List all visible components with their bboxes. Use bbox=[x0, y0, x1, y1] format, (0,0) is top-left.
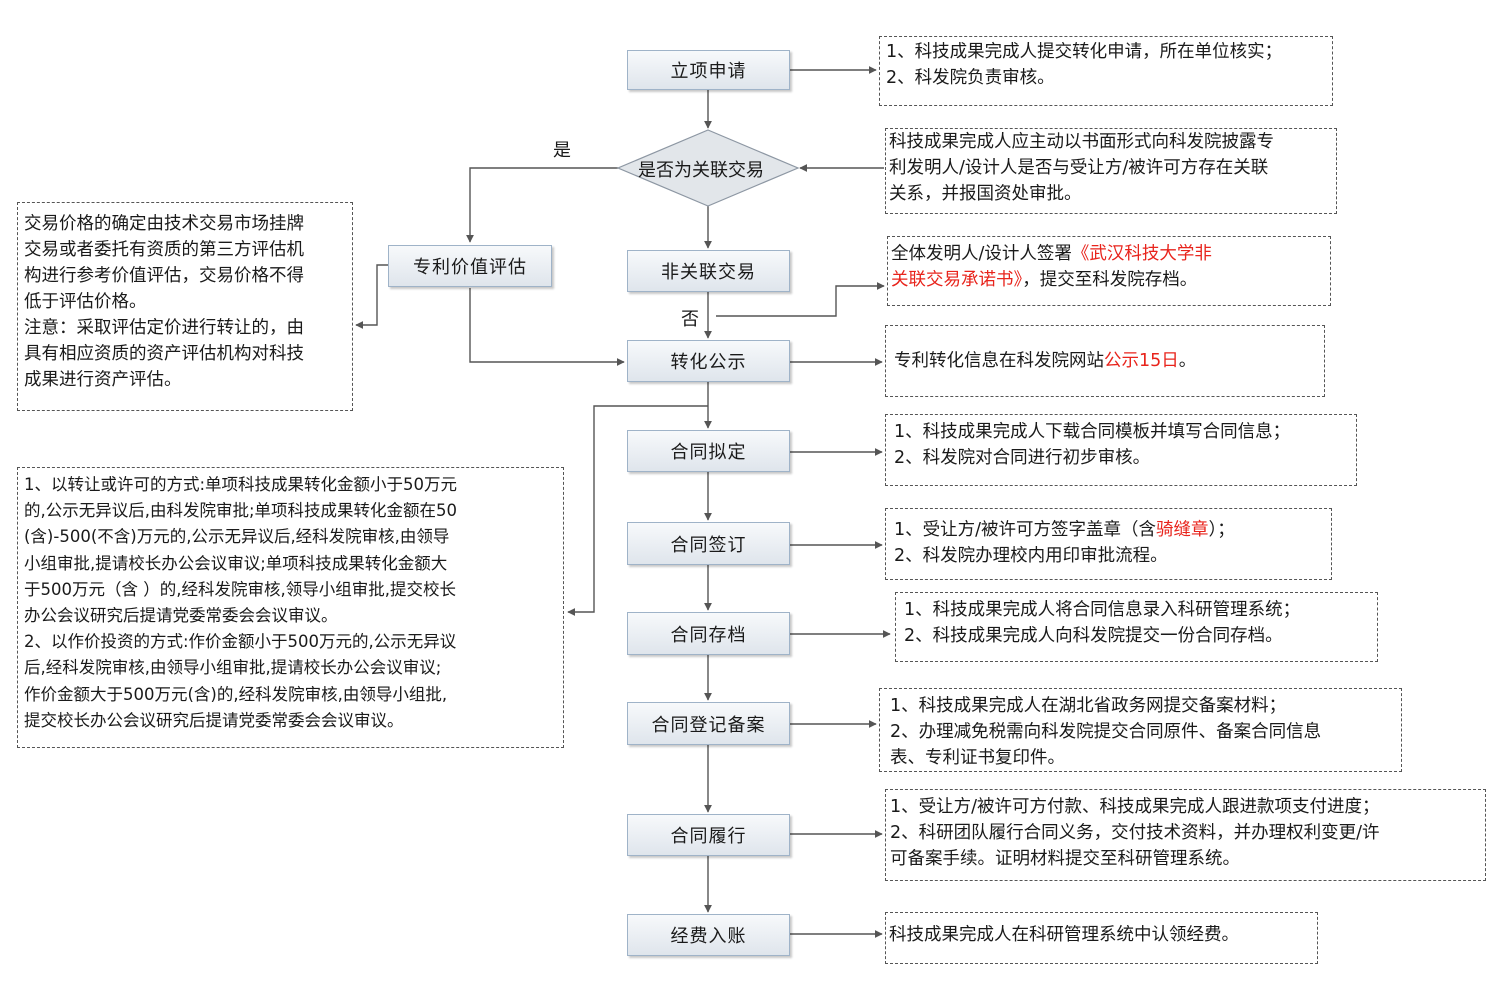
note-text: 。 bbox=[1178, 351, 1197, 371]
note-line: 2、科研团队履行合同义务，交付技术资料，并办理权利变更/许 bbox=[890, 823, 1380, 843]
commitment-doc-title-cont: 关联交易承诺书》 bbox=[891, 270, 1023, 290]
step-lixiang[interactable]: 立项申请 bbox=[627, 50, 790, 90]
note-line: 科技成果完成人应主动以书面形式向科发院披露专 bbox=[889, 132, 1274, 152]
step-dengji[interactable]: 合同登记备案 bbox=[627, 702, 790, 745]
note-niding: 1、科技成果完成人下载合同模板并填写合同信息； 2、科发院对合同进行初步审核。 bbox=[885, 414, 1357, 486]
note-line: 1、科技成果完成人提交转化申请，所在单位核实； bbox=[886, 42, 1283, 62]
note-text: ，提交至科发院存档。 bbox=[1022, 270, 1198, 290]
note-line: 的,公示无异议后,由科发院审批;单项科技成果转化金额在50 bbox=[24, 501, 458, 521]
note-feiguanlian: 全体发明人/设计人签署《武汉科技大学非 关联交易承诺书》，提交至科发院存档。 bbox=[887, 236, 1331, 306]
note-line: 表、专利证书复印件。 bbox=[890, 748, 1065, 768]
decision-text: 是否为关联交易 bbox=[638, 160, 764, 181]
note-line: 科技成果完成人在科研管理系统中认领经费。 bbox=[889, 925, 1239, 945]
note-line: 2、科技成果完成人向科发院提交一份合同存档。 bbox=[904, 626, 1283, 646]
note-lixiang: 1、科技成果完成人提交转化申请，所在单位核实； 2、科发院负责审核。 bbox=[879, 36, 1333, 106]
note-line: 构进行参考价值评估，交易价格不得 bbox=[24, 266, 304, 286]
note-line: 2、以作价投资的方式:作价金额小于500万元的,公示无异议 bbox=[24, 632, 457, 652]
arrow-zhuanli-to-pricing-note bbox=[355, 264, 388, 329]
note-line: 全体发明人/设计人签署《武汉科技大学非 bbox=[891, 241, 1327, 267]
note-line: 注意：采取评估定价进行转让的，由 bbox=[24, 318, 304, 338]
note-line: 1、受让方/被许可方付款、科技成果完成人跟进款项支付进度； bbox=[890, 797, 1380, 817]
decision-diamond bbox=[616, 129, 800, 207]
note-text: ）； bbox=[1208, 520, 1235, 540]
note-text: 专利转化信息在科发院网站 bbox=[894, 351, 1104, 371]
note-dengji: 1、科技成果完成人在湖北省政务网提交备案材料； 2、办理减免税需向科发院提交合同… bbox=[879, 688, 1402, 772]
step-gongshi[interactable]: 转化公示 bbox=[627, 340, 790, 382]
note-line: 交易价格的确定由技术交易市场挂牌 bbox=[24, 214, 304, 234]
note-line: 2、科发院办理校内用印审批流程。 bbox=[894, 546, 1168, 566]
note-ruzhang: 科技成果完成人在科研管理系统中认领经费。 bbox=[885, 912, 1318, 964]
note-line: 可备案手续。证明材料提交至科研管理系统。 bbox=[890, 849, 1240, 869]
note-pricing: 交易价格的确定由技术交易市场挂牌 交易或者委托有资质的第三方评估机 构进行参考价… bbox=[17, 202, 353, 411]
note-line: (含)-500(不含)万元的,公示无异议后,经科发院审核,由领导 bbox=[24, 527, 450, 547]
note-qianding: 1、受让方/被许可方签字盖章（含骑缝章）； 2、科发院办理校内用印审批流程。 bbox=[885, 508, 1332, 580]
note-text: 1、受让方/被许可方签字盖章（含 bbox=[894, 520, 1157, 540]
note-line: 办公会议研究后提请党委常委会会议审议。 bbox=[24, 606, 338, 626]
note-line: 小组审批,提请校长办公会议审议;单项科技成果转化金额大 bbox=[24, 553, 448, 573]
note-line: 1、科技成果完成人在湖北省政务网提交备案材料； bbox=[890, 696, 1287, 716]
commitment-doc-title: 《武汉科技大学非 bbox=[1071, 244, 1212, 264]
note-gongshi: 专利转化信息在科发院网站公示15日。 bbox=[885, 325, 1325, 397]
note-lvxing: 1、受让方/被许可方付款、科技成果完成人跟进款项支付进度； 2、科研团队履行合同… bbox=[885, 789, 1486, 881]
note-cundang: 1、科技成果完成人将合同信息录入科研管理系统； 2、科技成果完成人向科发院提交一… bbox=[895, 592, 1378, 662]
note-line: 1、以转让或许可的方式:单项科技成果转化金额小于50万元 bbox=[24, 475, 458, 494]
note-line: 低于评估价格。 bbox=[24, 292, 147, 312]
note-line: 1、受让方/被许可方签字盖章（含骑缝章）； bbox=[894, 517, 1323, 543]
note-line: 作价金额大于500万元(含)的,经科发院审核,由领导小组批, bbox=[24, 684, 448, 704]
note-line: 2、办理减免税需向科发院提交合同原件、备案合同信息 bbox=[890, 722, 1322, 742]
note-line: 提交校长办公会议研究后提请党委常委会会议审议。 bbox=[24, 710, 404, 730]
note-approval: 1、以转让或许可的方式:单项科技成果转化金额小于50万元 的,公示无异议后,由科… bbox=[17, 467, 564, 748]
note-line: 关联交易承诺书》，提交至科发院存档。 bbox=[891, 267, 1327, 293]
publicity-period: 公示15日 bbox=[1104, 351, 1179, 371]
note-line: 成果进行资产评估。 bbox=[24, 370, 182, 390]
arrow-zhuanli-to-gongshi bbox=[469, 288, 625, 366]
note-line: 1、科技成果完成人下载合同模板并填写合同信息； bbox=[894, 422, 1291, 442]
seal-highlight: 骑缝章 bbox=[1156, 520, 1209, 540]
note-line: 具有相应资质的资产评估机构对科技 bbox=[24, 344, 304, 364]
note-line: 关系，并报国资处审批。 bbox=[889, 184, 1082, 204]
arrow-decision-yes-to-zhuanli bbox=[466, 167, 618, 243]
note-line: 2、科发院对合同进行初步审核。 bbox=[894, 448, 1151, 468]
arrow-no-branch-to-feiguanlian-note bbox=[716, 282, 885, 317]
note-line: 2、科发院负责审核。 bbox=[886, 68, 1055, 88]
note-line: 利发明人/设计人是否与受让方/被许可方存在关联 bbox=[889, 158, 1269, 178]
no-label: 否 bbox=[681, 309, 699, 330]
note-text: 全体发明人/设计人签署 bbox=[891, 244, 1072, 264]
note-line: 于500万元（含 ）的,经科发院审核,领导小组审批,提交校长 bbox=[24, 579, 456, 599]
yes-label: 是 bbox=[553, 140, 571, 161]
note-line: 后,经科发院审核,由领导小组审批,提请校长办公会议审议; bbox=[24, 658, 442, 678]
step-cundang[interactable]: 合同存档 bbox=[627, 612, 790, 655]
step-niding[interactable]: 合同拟定 bbox=[627, 430, 790, 472]
arrow-gongshi-to-approval-note bbox=[567, 405, 708, 616]
note-line: 1、科技成果完成人将合同信息录入科研管理系统； bbox=[904, 600, 1301, 620]
step-zhuanli-pinggu[interactable]: 专利价值评估 bbox=[388, 245, 552, 287]
note-line: 交易或者委托有资质的第三方评估机 bbox=[24, 240, 304, 260]
step-qianding[interactable]: 合同签订 bbox=[627, 522, 790, 565]
step-lvxing[interactable]: 合同履行 bbox=[627, 814, 790, 856]
step-ruzhang[interactable]: 经费入账 bbox=[627, 914, 790, 956]
step-feiguanlian[interactable]: 非关联交易 bbox=[627, 250, 790, 292]
note-guanlian: 科技成果完成人应主动以书面形式向科发院披露专 利发明人/设计人是否与受让方/被许… bbox=[885, 128, 1337, 214]
